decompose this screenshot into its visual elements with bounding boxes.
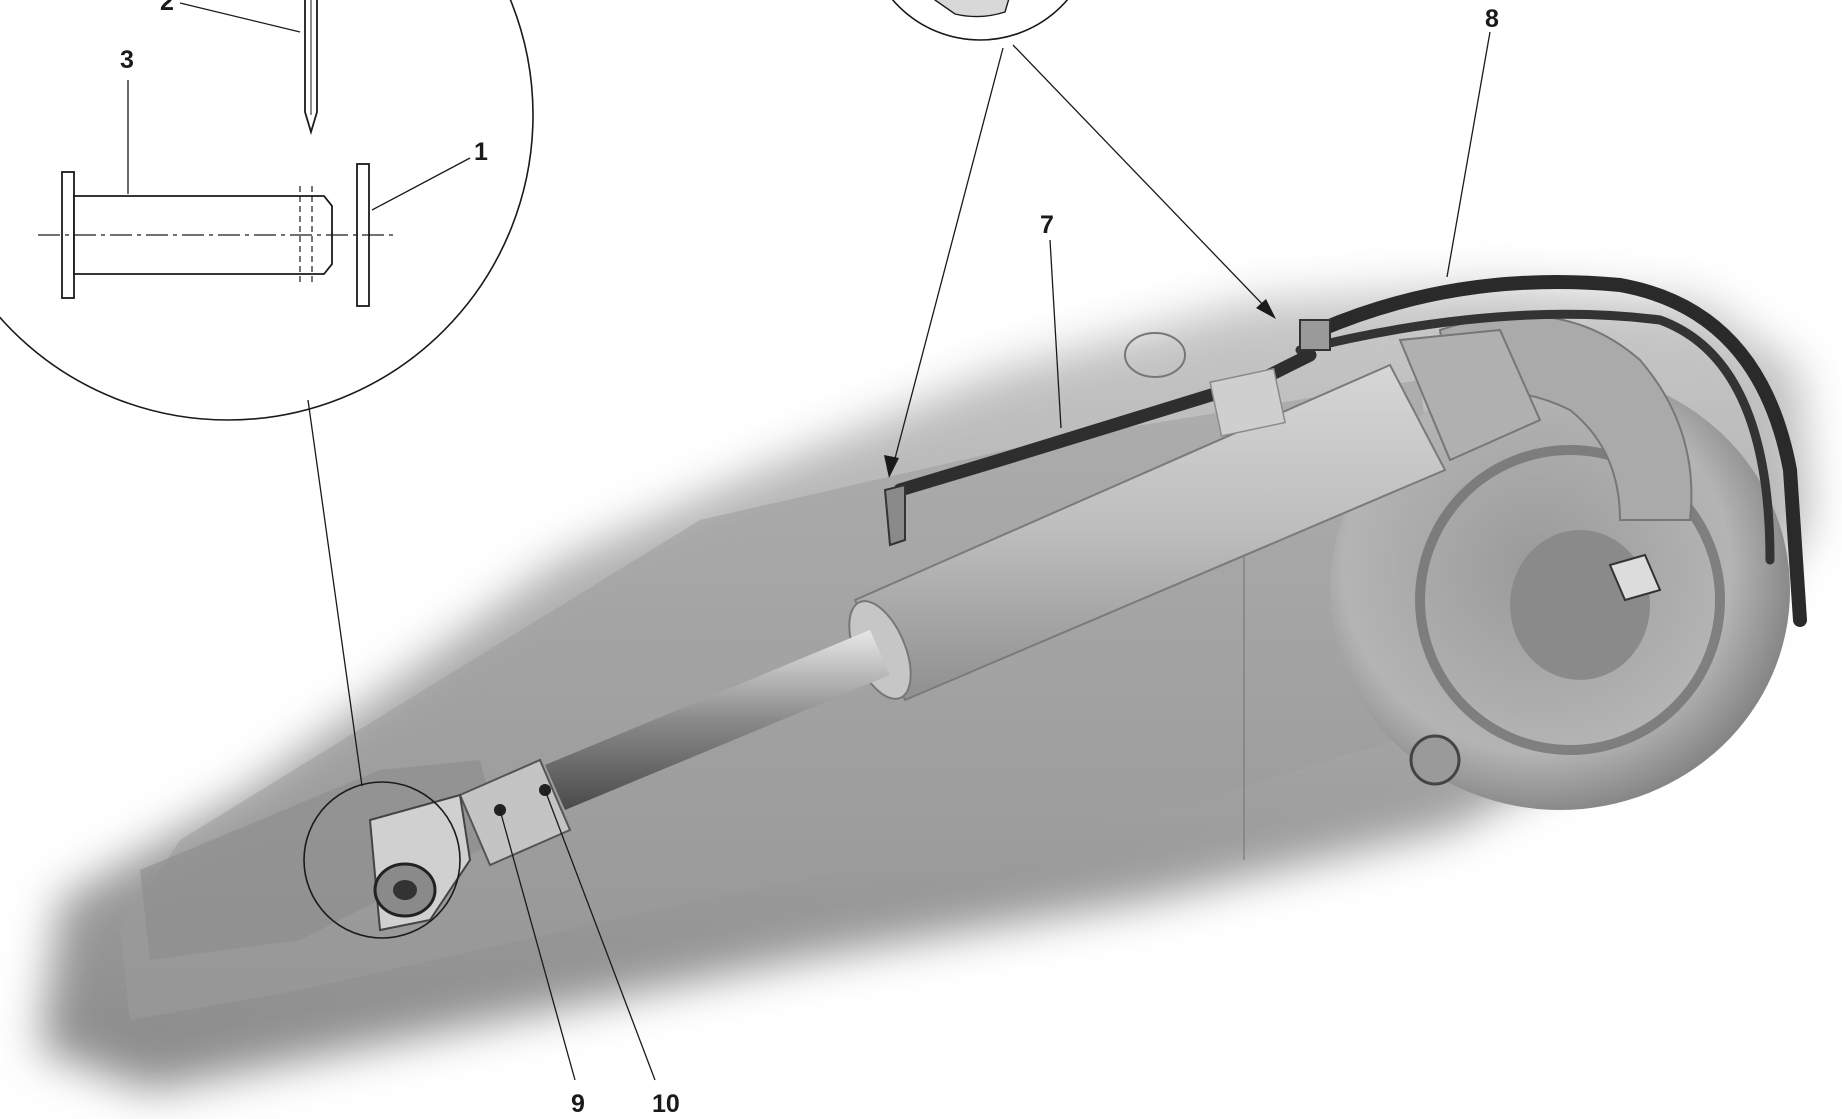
pivot-detail-ring [303,781,461,939]
pivot-bore [393,880,417,900]
drum-bolt [1409,734,1461,786]
leader-1 [371,157,471,211]
machine-photo [40,275,1810,1090]
callout-1: 1 [474,138,488,166]
split-pin-2 [304,0,318,136]
fitting-leader-left [892,47,1004,467]
leader-8 [1446,31,1491,278]
leader-7 [1049,239,1062,429]
pin-detail-ring [0,0,534,421]
callout-leaders [499,31,1491,1081]
callout-3: 3 [120,46,134,74]
drum-hub [1510,530,1650,680]
callout-2: 2 [160,0,174,16]
warning-decal [1608,553,1662,602]
callout-10: 10 [652,1090,680,1118]
detail-leader [307,399,363,787]
piston-rod [545,630,890,810]
fitting-leader-right [1012,44,1269,311]
callout-8: 8 [1485,5,1499,33]
hose-fitting [883,483,906,547]
fitting-detail-view [884,0,1276,478]
hydraulic-hose-7 [893,348,1317,497]
leader-10 [544,789,656,1081]
cylinder-mount [1398,328,1542,462]
fitting-detail-sketch [934,0,1010,18]
label-sticker [1209,367,1286,437]
leader-9 [499,809,576,1081]
callout-labels: 1 2 3 7 8 9 10 [120,0,1499,1118]
pin-detail-view [0,0,534,787]
fitting-arrow-left [884,455,899,478]
hydraulic-hose-8-second [1295,309,1775,565]
hydraulic-hose-8 [1313,275,1807,627]
callout-7: 7 [1040,211,1054,239]
leader-2 [179,2,301,33]
callout-9: 9 [571,1090,585,1118]
top-fitting [1299,319,1331,351]
drum-inner-ring [1415,445,1725,755]
fitting-arrow-right [1256,299,1276,319]
hose-tag [1124,332,1186,378]
fitting-detail-ring [891,0,1069,41]
